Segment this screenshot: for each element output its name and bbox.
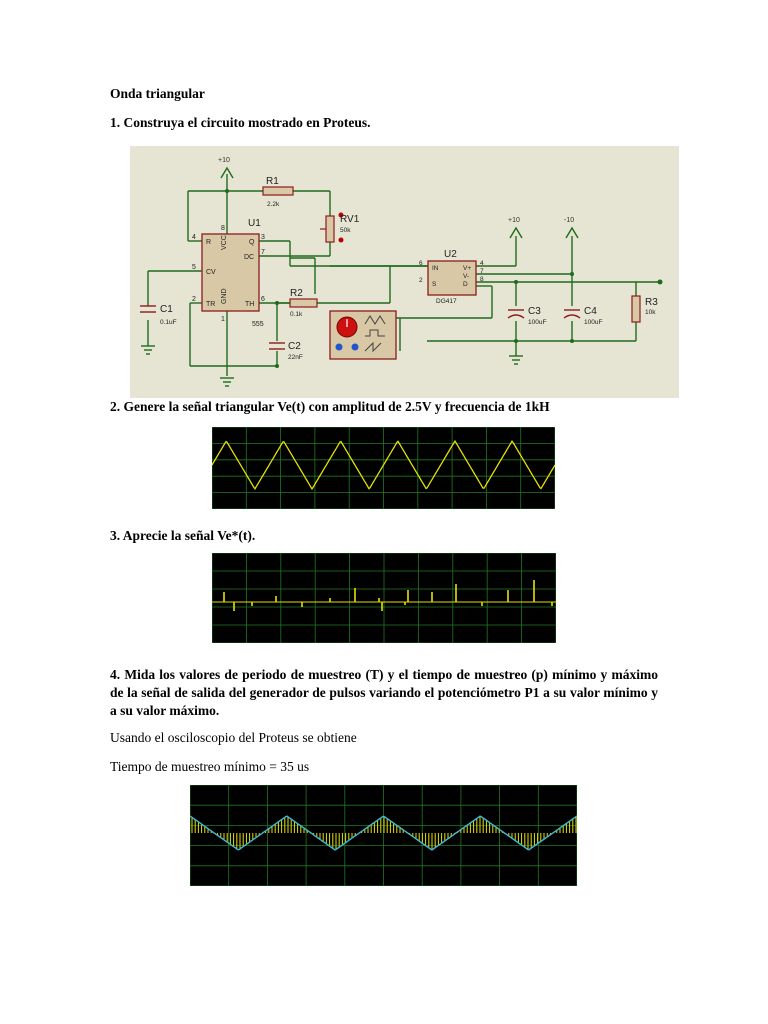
svg-text:1: 1	[221, 316, 225, 323]
svg-text:8: 8	[480, 276, 484, 283]
u2-dg417: IN S V+ V- D 6 2 4 7 8 DG417 U2	[419, 249, 484, 305]
svg-text:R: R	[206, 239, 211, 246]
svg-text:GND: GND	[221, 288, 228, 304]
body-line-1: Usando el osciloscopio del Proteus se ob…	[110, 730, 357, 745]
body-line-2: Tiempo de muestreo mínimo = 35 us	[110, 759, 310, 774]
r1-resistor: R1 2.2k	[262, 176, 294, 208]
schematic-svg: +10 +10 -10 R Q DC CV TR TH VCC GND 4 3 …	[130, 146, 679, 398]
svg-text:22nF: 22nF	[288, 354, 303, 361]
scope3-svg	[189, 784, 578, 887]
c2-capacitor	[269, 342, 285, 350]
u2-ref: U2	[444, 249, 457, 260]
svg-text:DC: DC	[244, 254, 254, 261]
svg-text:0.1k: 0.1k	[290, 311, 303, 318]
pulse-generator	[329, 310, 397, 360]
junctions	[225, 189, 663, 368]
svg-text:CV: CV	[206, 269, 216, 276]
svg-text:555: 555	[252, 321, 264, 328]
svg-text:7: 7	[480, 268, 484, 275]
rail-label-u1: +10	[218, 157, 230, 164]
svg-text:C1: C1	[160, 304, 173, 315]
step-4: 4. Mida los valores de periodo de muestr…	[110, 667, 658, 718]
svg-text:3: 3	[261, 234, 265, 241]
svg-text:C2: C2	[288, 341, 301, 352]
svg-text:R2: R2	[290, 288, 303, 299]
svg-text:DG417: DG417	[436, 298, 457, 305]
svg-text:TR: TR	[206, 301, 215, 308]
svg-text:5: 5	[192, 264, 196, 271]
svg-text:VCC: VCC	[221, 235, 228, 250]
svg-text:V-: V-	[463, 273, 469, 280]
step-1: 1. Construya el circuito mostrado en Pro…	[110, 115, 371, 130]
scope1-svg	[211, 426, 556, 510]
rv1-potentiometer: RV1 50k	[320, 212, 360, 243]
triangle-trace	[211, 439, 556, 491]
step-2: 2. Genere la señal triangular Ve(t) con …	[110, 399, 550, 414]
scope2-svg	[211, 552, 557, 644]
power-arrows	[220, 166, 579, 239]
envelope-trace	[189, 815, 578, 851]
svg-text:4: 4	[480, 260, 484, 267]
svg-text:2.2k: 2.2k	[267, 201, 280, 208]
svg-text:V+: V+	[463, 265, 471, 272]
svg-text:R1: R1	[266, 176, 279, 187]
c4-capacitor	[563, 309, 581, 319]
step-3: 3. Aprecie la señal Ve*(t).	[110, 528, 256, 543]
svg-text:IN: IN	[432, 265, 439, 272]
svg-text:C4: C4	[584, 306, 597, 317]
svg-text:TH: TH	[245, 301, 254, 308]
rail-label-u2-neg: -10	[564, 217, 574, 224]
svg-text:6: 6	[261, 296, 265, 303]
svg-text:10k: 10k	[645, 309, 656, 316]
svg-text:D: D	[463, 281, 468, 288]
wires	[147, 174, 660, 376]
svg-text:2: 2	[192, 296, 196, 303]
svg-text:100uF: 100uF	[528, 319, 546, 326]
heading: Onda triangular	[110, 86, 205, 101]
svg-text:2: 2	[419, 277, 423, 284]
r3-resistor: R3 10k	[631, 295, 658, 323]
svg-text:S: S	[432, 281, 437, 288]
svg-text:7: 7	[261, 249, 265, 256]
svg-text:RV1: RV1	[340, 214, 360, 225]
svg-text:4: 4	[192, 234, 196, 241]
r2-resistor: R2 0.1k	[289, 288, 318, 318]
svg-text:8: 8	[221, 225, 225, 232]
ground-symbols	[141, 345, 523, 387]
scope-triangle-wave	[211, 426, 556, 510]
scope-sampled-triangle	[189, 784, 578, 887]
svg-text:C3: C3	[528, 306, 541, 317]
u1-555: R Q DC CV TR TH VCC GND 4 3 7 5 2 6 8 1 …	[192, 218, 265, 328]
svg-text:100uF: 100uF	[584, 319, 602, 326]
rail-label-u2-pos: +10	[508, 217, 520, 224]
circuit-schematic: +10 +10 -10 R Q DC CV TR TH VCC GND 4 3 …	[130, 146, 679, 398]
svg-text:6: 6	[419, 260, 423, 267]
svg-text:50k: 50k	[340, 227, 351, 234]
u1-ref: U1	[248, 218, 261, 229]
svg-text:0.1uF: 0.1uF	[160, 319, 177, 326]
c3-capacitor	[507, 309, 525, 319]
c1-capacitor	[140, 305, 156, 313]
svg-text:R3: R3	[645, 297, 658, 308]
scope-sampled-pulses	[211, 552, 557, 644]
svg-text:Q: Q	[249, 239, 255, 246]
